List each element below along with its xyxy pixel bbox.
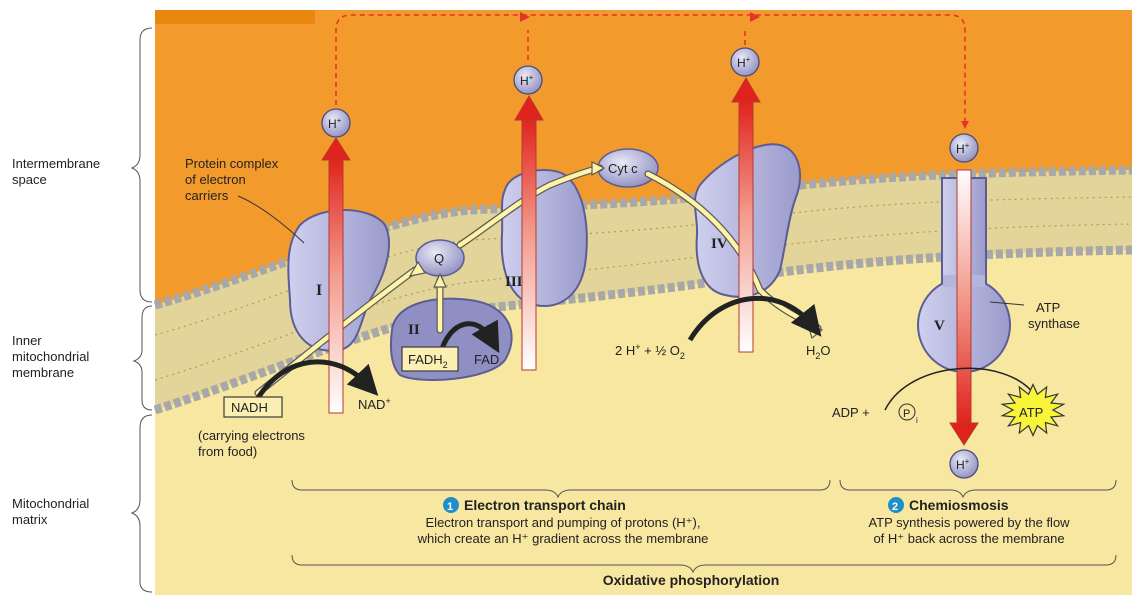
header-strip bbox=[155, 10, 315, 24]
proton-bubble-i: H+ bbox=[322, 109, 350, 137]
proton-bubble-v-top: H+ bbox=[950, 134, 978, 162]
protein-complex-label-1: Protein complex bbox=[185, 156, 279, 171]
inner-membrane-brace bbox=[134, 306, 152, 410]
fad-label: FAD bbox=[474, 352, 499, 367]
atp-label: ATP bbox=[1019, 405, 1043, 420]
left-labels: Intermembrane space Inner mitochondrial … bbox=[12, 28, 152, 592]
section-1-line-2: which create an H⁺ gradient across the m… bbox=[417, 531, 709, 546]
nadh-box: NADH bbox=[224, 397, 282, 417]
adp-label: ADP + bbox=[832, 405, 870, 420]
phosphate-subscript: i bbox=[916, 416, 918, 425]
matrix-label-1: Mitochondrial bbox=[12, 496, 89, 511]
proton-bubble-v-bottom: H+ bbox=[950, 450, 978, 478]
inner-membrane-label-3: membrane bbox=[12, 365, 74, 380]
inner-membrane-label-2: mitochondrial bbox=[12, 349, 89, 364]
section-2-line-2: of H⁺ back across the membrane bbox=[873, 531, 1064, 546]
proton-bubble-iv: H+ bbox=[731, 48, 759, 76]
nadh-note-line-2: from food) bbox=[198, 444, 257, 459]
intermembrane-label-2: space bbox=[12, 172, 47, 187]
section-2-line-1: ATP synthesis powered by the flow bbox=[868, 515, 1070, 530]
complex-iii-label: III bbox=[505, 274, 523, 290]
nadh-label: NADH bbox=[231, 400, 268, 415]
protein-complex-label-2: of electron bbox=[185, 172, 246, 187]
atp-synthase-label-2: synthase bbox=[1028, 316, 1080, 331]
intermembrane-label-1: Intermembrane bbox=[12, 156, 100, 171]
section-1-number: 1 bbox=[447, 501, 453, 513]
phosphate-label: P bbox=[903, 408, 910, 420]
oxidative-phosphorylation-label: Oxidative phosphorylation bbox=[603, 572, 780, 588]
cytc-label: Cyt c bbox=[608, 161, 638, 176]
proton-bubble-iii: H+ bbox=[514, 66, 542, 94]
nadh-note-line-1: (carrying electrons bbox=[198, 428, 305, 443]
section-1-line-1: Electron transport and pumping of proton… bbox=[426, 515, 701, 530]
complex-ii-label: II bbox=[408, 322, 420, 338]
protein-complex-label-3: carriers bbox=[185, 188, 229, 203]
intermembrane-brace bbox=[132, 28, 152, 302]
complex-i-label: I bbox=[316, 282, 322, 299]
cytochrome-c: Cyt c bbox=[598, 149, 658, 187]
section-2-title: Chemiosmosis bbox=[909, 497, 1009, 513]
fadh2-box: FADH2 bbox=[402, 347, 458, 371]
q-label: Q bbox=[434, 251, 444, 266]
matrix-brace bbox=[132, 415, 152, 592]
atp-synthase-label-1: ATP bbox=[1036, 300, 1060, 315]
section-1-title: Electron transport chain bbox=[464, 497, 626, 513]
complex-v-label: V bbox=[934, 318, 945, 334]
section-2-number: 2 bbox=[892, 501, 898, 513]
matrix-label-2: matrix bbox=[12, 512, 48, 527]
inner-membrane-label-1: Inner bbox=[12, 333, 42, 348]
